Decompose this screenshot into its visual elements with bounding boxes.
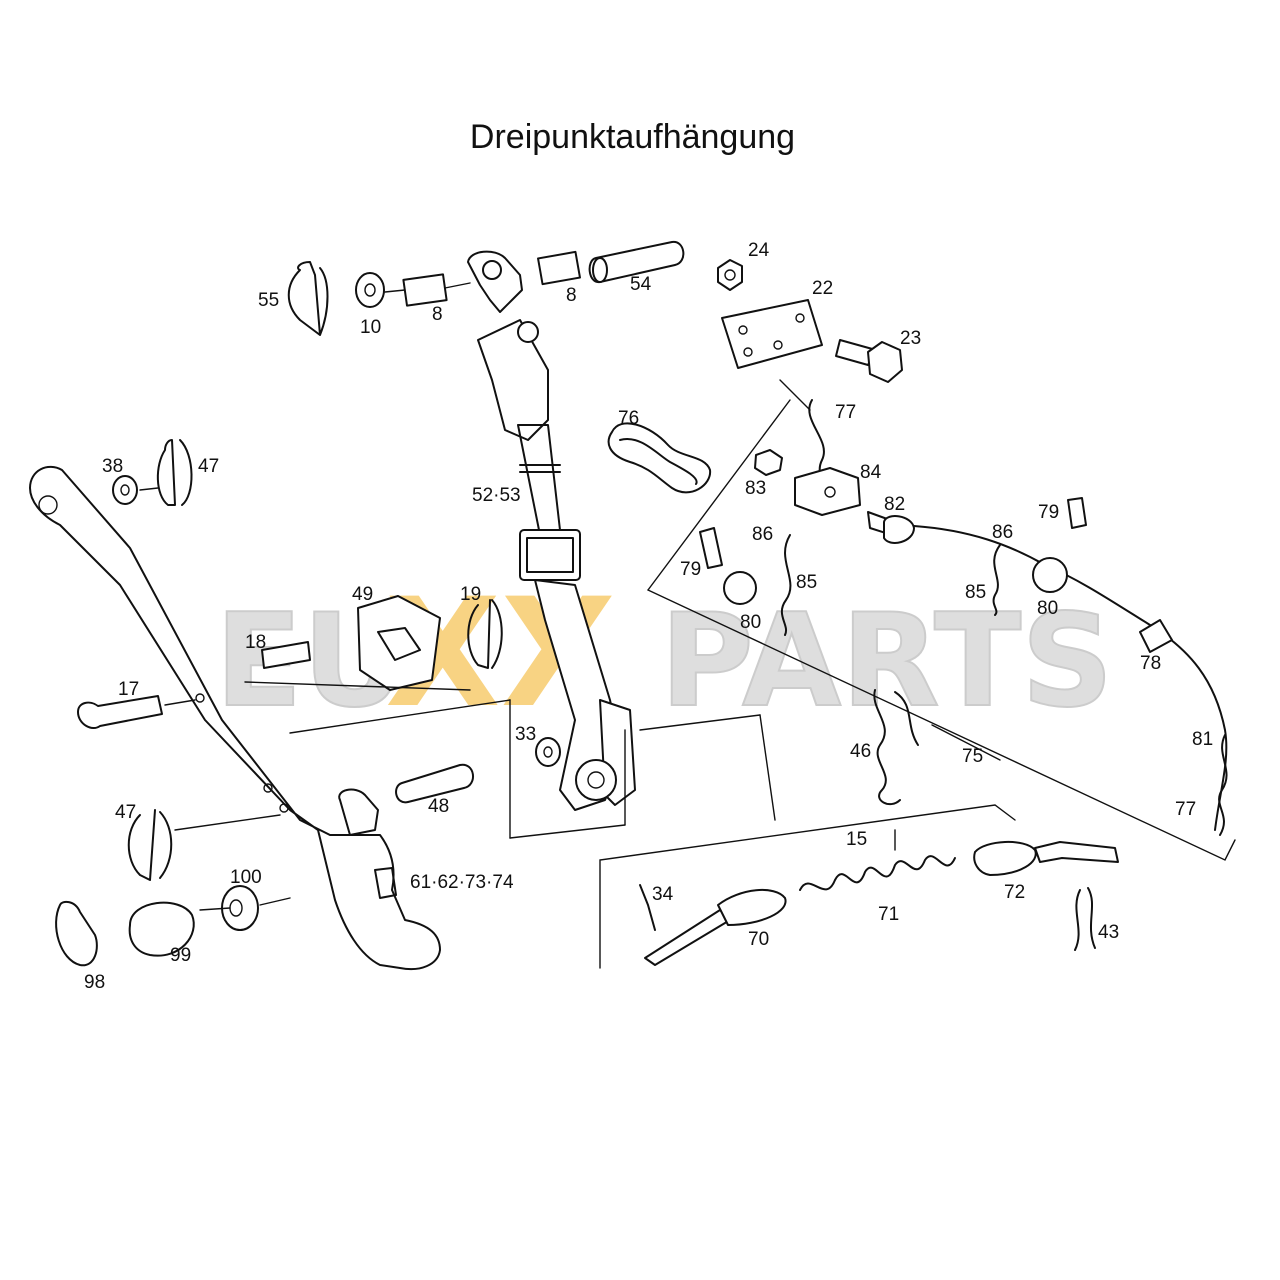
label-61-62-73-74: 61·62·73·74 <box>410 872 514 893</box>
label-70: 70 <box>748 929 769 950</box>
label-49: 49 <box>352 584 373 605</box>
label-18: 18 <box>245 632 266 653</box>
label-79a: 79 <box>680 559 701 580</box>
label-98: 98 <box>84 972 105 993</box>
label-81: 81 <box>1192 729 1213 750</box>
label-19: 19 <box>460 584 481 605</box>
label-80a: 80 <box>740 612 761 633</box>
label-77b: 77 <box>1175 799 1196 820</box>
label-8a: 8 <box>432 304 443 325</box>
label-85b: 85 <box>965 582 986 603</box>
label-72: 72 <box>1004 882 1025 903</box>
label-55: 55 <box>258 290 279 311</box>
stabilizer-chain <box>647 399 1236 861</box>
watermark-right: PARTS <box>660 587 1113 736</box>
leader-lines <box>139 379 1001 911</box>
label-47b: 47 <box>115 802 136 823</box>
part-labels: 55 10 8 8 54 24 22 23 77 76 83 84 82 86 … <box>84 240 1213 993</box>
label-22: 22 <box>812 278 833 299</box>
label-78: 78 <box>1140 653 1161 674</box>
top-link <box>467 250 636 811</box>
label-100: 100 <box>230 867 262 888</box>
tensioner-assembly <box>599 804 1119 969</box>
label-33: 33 <box>515 724 536 745</box>
part-76-clip <box>607 422 712 494</box>
lower-link-arm <box>29 465 441 970</box>
label-85a: 85 <box>796 572 817 593</box>
page-title: Dreipunktaufhängung <box>469 118 796 156</box>
label-34: 34 <box>652 884 674 905</box>
label-86b: 86 <box>992 522 1013 543</box>
label-15: 15 <box>846 829 867 850</box>
bracket-assembly <box>717 259 903 383</box>
label-38: 38 <box>102 456 123 477</box>
label-86a: 86 <box>752 524 773 545</box>
label-48: 48 <box>428 796 449 817</box>
top-pin-assembly <box>287 240 685 336</box>
label-17: 17 <box>118 679 139 700</box>
label-77a: 77 <box>835 402 856 423</box>
label-47a: 47 <box>198 456 219 477</box>
label-24: 24 <box>748 240 770 261</box>
label-75: 75 <box>962 746 983 767</box>
label-8b: 8 <box>566 285 577 306</box>
label-10: 10 <box>360 317 381 338</box>
label-82: 82 <box>884 494 905 515</box>
label-79b: 79 <box>1038 502 1059 523</box>
label-83: 83 <box>745 478 766 499</box>
label-84: 84 <box>860 462 882 483</box>
label-54: 54 <box>630 274 652 295</box>
label-46: 46 <box>850 741 871 762</box>
label-23: 23 <box>900 328 921 349</box>
label-43: 43 <box>1098 922 1119 943</box>
lower-parts <box>55 439 561 967</box>
label-71: 71 <box>878 904 899 925</box>
label-99: 99 <box>170 945 191 966</box>
label-80b: 80 <box>1037 598 1058 619</box>
label-76: 76 <box>618 408 639 429</box>
label-5253: 52·53 <box>472 485 521 506</box>
